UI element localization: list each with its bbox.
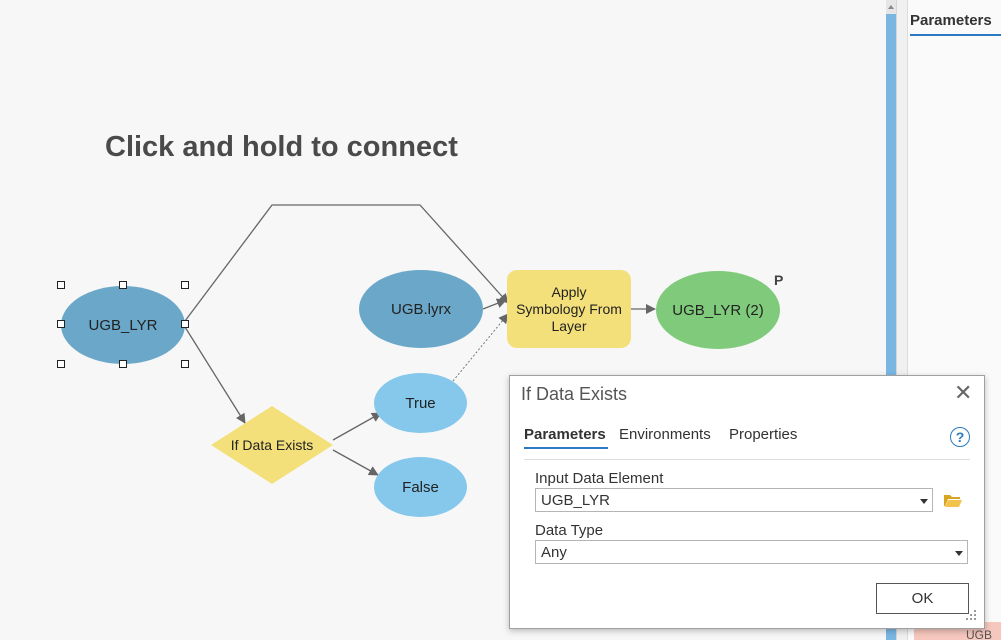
node-label: If Data Exists (230, 436, 314, 453)
resize-handle-sw[interactable] (57, 360, 65, 368)
data-type-dropdown[interactable]: Any (535, 540, 968, 564)
dropdown-value: Any (541, 544, 567, 561)
wire-lyrx-to-apply (482, 298, 507, 310)
tab-properties[interactable]: Properties (729, 426, 798, 443)
tab-parameters[interactable]: Parameters (910, 12, 992, 29)
tab-parameters[interactable]: Parameters (524, 426, 606, 443)
node-ugb-lyrx[interactable]: UGB.lyrx (359, 270, 483, 348)
node-label-line: Symbology From (516, 300, 622, 317)
node-false[interactable]: False (374, 457, 467, 517)
wire-true-precondition (452, 313, 509, 382)
connection-wires (184, 204, 656, 476)
node-if-data-exists[interactable]: If Data Exists (211, 406, 333, 484)
node-label: UGB_LYR (88, 316, 158, 334)
active-tab-indicator (910, 34, 1001, 36)
close-icon[interactable]: ✕ (954, 380, 973, 405)
wire-ugb-to-condition (184, 326, 246, 424)
node-label: False (402, 478, 439, 496)
node-label: True (405, 394, 436, 412)
resize-handle-n[interactable] (119, 281, 127, 289)
wire-ugb-to-apply (184, 204, 509, 322)
ok-button[interactable]: OK (876, 583, 969, 614)
diamond-shape (211, 406, 333, 484)
node-ugb-lyr[interactable]: UGB_LYR (61, 286, 185, 364)
resize-handle-ne[interactable] (181, 281, 189, 289)
vertical-scrollbar[interactable] (886, 0, 896, 640)
tab-environments[interactable]: Environments (619, 426, 711, 443)
connect-hint-title: Click and hold to connect (105, 131, 458, 163)
resize-handle-e[interactable] (181, 320, 189, 328)
node-output-ugb-lyr-2[interactable]: UGB_LYR (2) (656, 271, 780, 349)
resize-handle-se[interactable] (181, 360, 189, 368)
node-true[interactable]: True (374, 373, 467, 433)
resize-handle-w[interactable] (57, 320, 65, 328)
resize-grip-icon[interactable] (964, 608, 978, 622)
active-tab-indicator (524, 447, 608, 449)
dropdown-value: UGB_LYR (541, 492, 610, 509)
node-apply-symbology-tool[interactable]: Apply Symbology From Layer (507, 270, 631, 348)
input-data-element-dropdown[interactable]: UGB_LYR (535, 488, 933, 512)
chevron-down-icon (955, 551, 963, 556)
resize-handle-nw[interactable] (57, 281, 65, 289)
input-data-element-label: Input Data Element (535, 470, 664, 487)
wire-condition-to-false (332, 449, 379, 476)
node-label-line: Apply (551, 283, 587, 300)
data-type-label: Data Type (535, 522, 604, 539)
if-data-exists-dialog: If Data Exists ✕ Parameters Environments… (509, 375, 985, 629)
model-canvas[interactable]: Click and hold to connect UGB_LYR UGB.ly… (0, 0, 886, 640)
node-label: UGB_LYR (2) (672, 301, 764, 319)
resize-handle-s[interactable] (119, 360, 127, 368)
scrollbar-thumb[interactable] (886, 14, 896, 640)
node-label: UGB.lyrx (391, 300, 451, 318)
node-label-line: Layer (551, 317, 587, 334)
chevron-down-icon (920, 499, 928, 504)
wire-condition-to-true (332, 412, 382, 441)
pane-list-item-label: UGB (966, 628, 993, 640)
folder-open-icon[interactable] (943, 492, 963, 508)
dialog-title: If Data Exists (521, 384, 628, 404)
divider (524, 459, 970, 460)
parameter-tag: P (774, 272, 784, 288)
scroll-up-arrow[interactable] (886, 0, 896, 14)
help-icon[interactable]: ? (950, 427, 970, 447)
